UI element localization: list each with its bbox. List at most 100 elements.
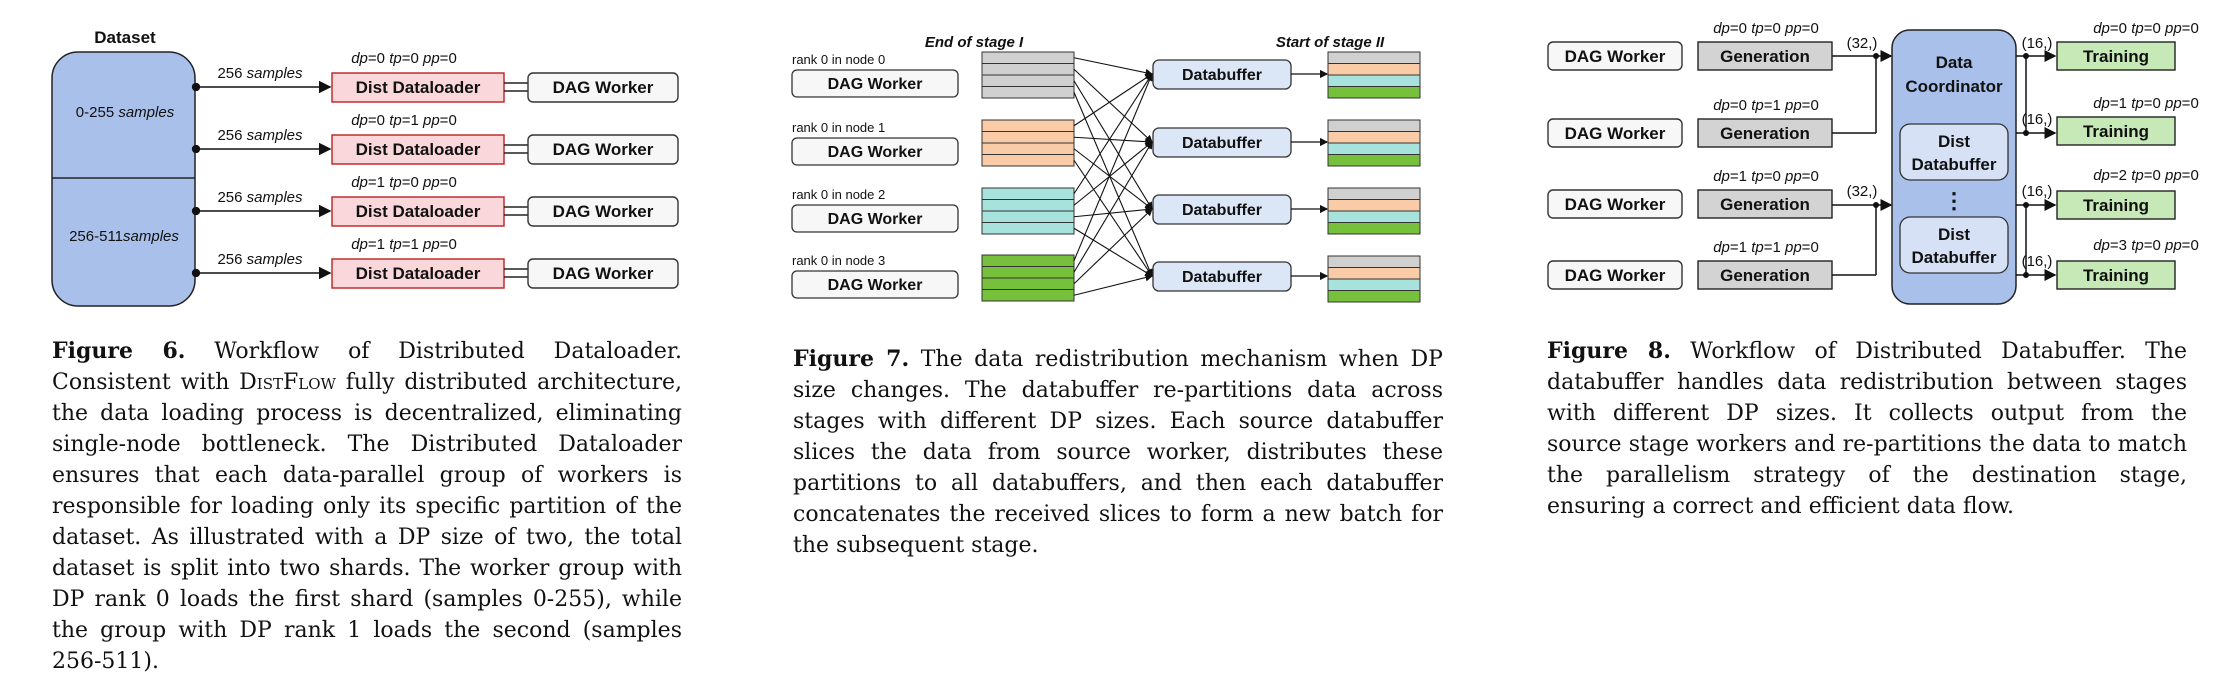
system-name: DistFlow	[239, 370, 336, 395]
source-slice	[981, 210, 1075, 223]
destination-slice	[1327, 51, 1421, 64]
dag-worker-label: DAG Worker	[553, 78, 654, 97]
figure-7-caption: Figure 7. The data redistribution mechan…	[793, 344, 1443, 561]
sample-count-label: 256 samples	[217, 127, 303, 144]
junction-dot	[2023, 53, 2029, 59]
output-shape-label: (16,)	[2022, 35, 2053, 52]
dag-worker-label: DAG Worker	[553, 202, 654, 221]
redistribution-line	[1073, 80, 1153, 210]
stage-2-label: Start of stage II	[1276, 34, 1385, 51]
generation-box	[1697, 41, 1833, 71]
loader-row: 256 samples dp=0 tp=0 pp=0 Dist Dataload…	[191, 50, 679, 103]
training-group: (16,) dp=3 tp=0 pp=0 Training	[2022, 237, 2199, 290]
destination-slice	[1327, 255, 1421, 268]
loader-row: 256 samples dp=0 tp=1 pp=0 Dist Dataload…	[191, 112, 679, 165]
training-group: (16,) dp=2 tp=0 pp=0 Training	[2022, 167, 2199, 220]
training-label: Training	[2083, 47, 2149, 66]
source-slice-stacks	[981, 51, 1075, 302]
redistribution-line	[1073, 205, 1154, 218]
figure-6-caption: Figure 6. Workflow of Distributed Datalo…	[52, 336, 682, 677]
dag-worker-box	[1547, 118, 1683, 148]
sample-count-label: 256 samples	[217, 251, 303, 268]
dag-worker-box	[1547, 260, 1683, 290]
dag-worker-box	[791, 137, 959, 166]
redistribution-line	[1073, 73, 1153, 195]
redistribution-line	[1073, 92, 1153, 278]
parallel-config-label: dp=1 tp=0 pp=0	[1713, 168, 1819, 185]
dag-worker-group: rank 0 in node 2 DAG Worker	[791, 187, 959, 233]
redistribution-lines	[1073, 57, 1154, 296]
redistribution-line	[1073, 273, 1154, 296]
rank-label: rank 0 in node 1	[792, 120, 885, 135]
databuffer-group: Databuffer	[1152, 127, 1292, 158]
dataset-shard-2-label: 256-511samples	[69, 228, 179, 245]
databuffer-group: Databuffer	[1152, 261, 1292, 292]
training-box	[2056, 190, 2176, 220]
rank-label: rank 0 in node 3	[792, 253, 885, 268]
figure-7-diagram: End of stage I Start of stage II rank 0 …	[791, 34, 1421, 303]
dist-databuffer-line-1: Dist	[1938, 225, 1970, 244]
destination-slice	[1327, 142, 1421, 155]
dag-worker-label: DAG Worker	[1565, 195, 1666, 214]
dist-dataloader-box	[331, 72, 505, 103]
input-shape-label: (32,)	[1847, 35, 1878, 52]
dag-worker-label: DAG Worker	[1565, 266, 1666, 285]
sample-count-label: 256 samples	[217, 189, 303, 206]
parallel-config-label: dp=1 tp=1 pp=0	[1713, 239, 1819, 256]
databuffer-label: Databuffer	[1182, 135, 1262, 152]
redistribution-line	[1073, 208, 1153, 285]
figure-8: DAG Worker DAG Worker DAG Worker DAG Wor…	[1530, 0, 2222, 672]
source-slice	[981, 63, 1075, 76]
dag-worker-group: rank 0 in node 0 DAG Worker	[791, 52, 959, 98]
redistribution-line	[1073, 227, 1153, 277]
databuffer-label: Databuffer	[1182, 269, 1262, 286]
destination-slice	[1327, 86, 1421, 99]
training-label: Training	[2083, 196, 2149, 215]
generation-label: Generation	[1720, 124, 1810, 143]
figure-8-caption: Figure 8. Workflow of Distributed Databu…	[1547, 336, 2187, 522]
dag-worker-group: rank 0 in node 1 DAG Worker	[791, 120, 959, 166]
generation-box	[1697, 118, 1833, 148]
redistribution-line	[1073, 141, 1153, 206]
destination-slice	[1327, 131, 1421, 144]
dist-dataloader-box	[331, 258, 505, 289]
redistribution-line	[1073, 68, 1153, 143]
source-slice	[981, 222, 1075, 235]
dist-dataloader-box	[331, 196, 505, 227]
caption-text: Workflow of Distributed Databuffer. The …	[1547, 339, 2187, 519]
databuffer-label: Databuffer	[1182, 202, 1262, 219]
junction-dot	[2023, 272, 2029, 278]
generation-label: Generation	[1720, 47, 1810, 66]
dag-worker-box	[527, 258, 679, 289]
loader-row: 256 samples dp=1 tp=0 pp=0 Dist Dataload…	[191, 174, 679, 227]
training-group: (16,) dp=1 tp=0 pp=0 Training	[2022, 95, 2199, 146]
training-group: (16,) dp=0 tp=0 pp=0 Training	[2022, 20, 2199, 71]
redistribution-line	[1073, 73, 1153, 127]
generation-box	[1697, 189, 1833, 219]
destination-slice	[1327, 63, 1421, 76]
loader-row: 256 samples dp=1 tp=1 pp=0 Dist Dataload…	[191, 236, 679, 289]
dag-worker-label: DAG Worker	[828, 144, 923, 161]
dist-databuffer-box	[1899, 216, 2009, 274]
dist-dataloader-box	[331, 134, 505, 165]
caption-label: Figure 8.	[1547, 338, 1671, 364]
dist-dataloader-label: Dist Dataloader	[356, 78, 481, 97]
output-shape-label: (16,)	[2022, 111, 2053, 128]
sample-count-label: 256 samples	[217, 65, 303, 82]
source-slice	[981, 266, 1075, 279]
training-box	[2056, 116, 2176, 146]
source-slice	[981, 86, 1075, 99]
generation-group: dp=0 tp=0 pp=0 Generation	[1697, 20, 1833, 71]
generation-group: dp=1 tp=1 pp=0 Generation	[1697, 239, 1833, 290]
dag-worker-box	[1547, 41, 1683, 71]
source-slice	[981, 154, 1075, 167]
figure-7: End of stage I Start of stage II rank 0 …	[780, 0, 1480, 672]
dag-worker-box	[527, 196, 679, 227]
dataset-title: Dataset	[94, 28, 156, 47]
source-slice	[981, 199, 1075, 212]
dag-worker-box	[527, 134, 679, 165]
parallel-config-label: dp=0 tp=0 pp=0	[2093, 20, 2199, 37]
figure-8-diagram: DAG Worker DAG Worker DAG Worker DAG Wor…	[1547, 20, 2199, 305]
source-slice	[981, 74, 1075, 87]
output-shape-label: (16,)	[2022, 253, 2053, 270]
